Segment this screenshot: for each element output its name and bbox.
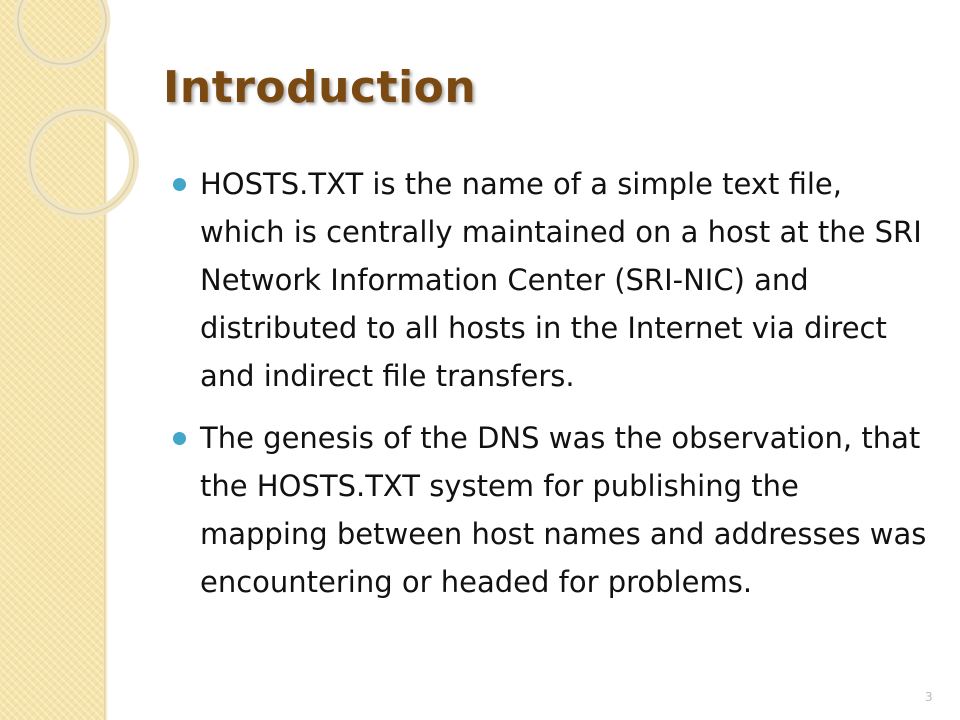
bullet-dot-icon <box>173 432 186 445</box>
circle-ornament-icon <box>13 0 139 219</box>
bullet-text: The genesis of the DNS was the observati… <box>200 421 927 599</box>
bullet-list: HOSTS.TXT is the name of a simple text f… <box>170 160 930 620</box>
bullet-item: HOSTS.TXT is the name of a simple text f… <box>170 160 930 400</box>
slide-title: Introduction <box>163 62 477 113</box>
bullet-item: The genesis of the DNS was the observati… <box>170 414 930 606</box>
bullet-dot-icon <box>173 178 186 191</box>
side-band-edge <box>104 0 108 720</box>
page-number: 3 <box>925 690 933 704</box>
bullet-text: HOSTS.TXT is the name of a simple text f… <box>200 167 922 393</box>
